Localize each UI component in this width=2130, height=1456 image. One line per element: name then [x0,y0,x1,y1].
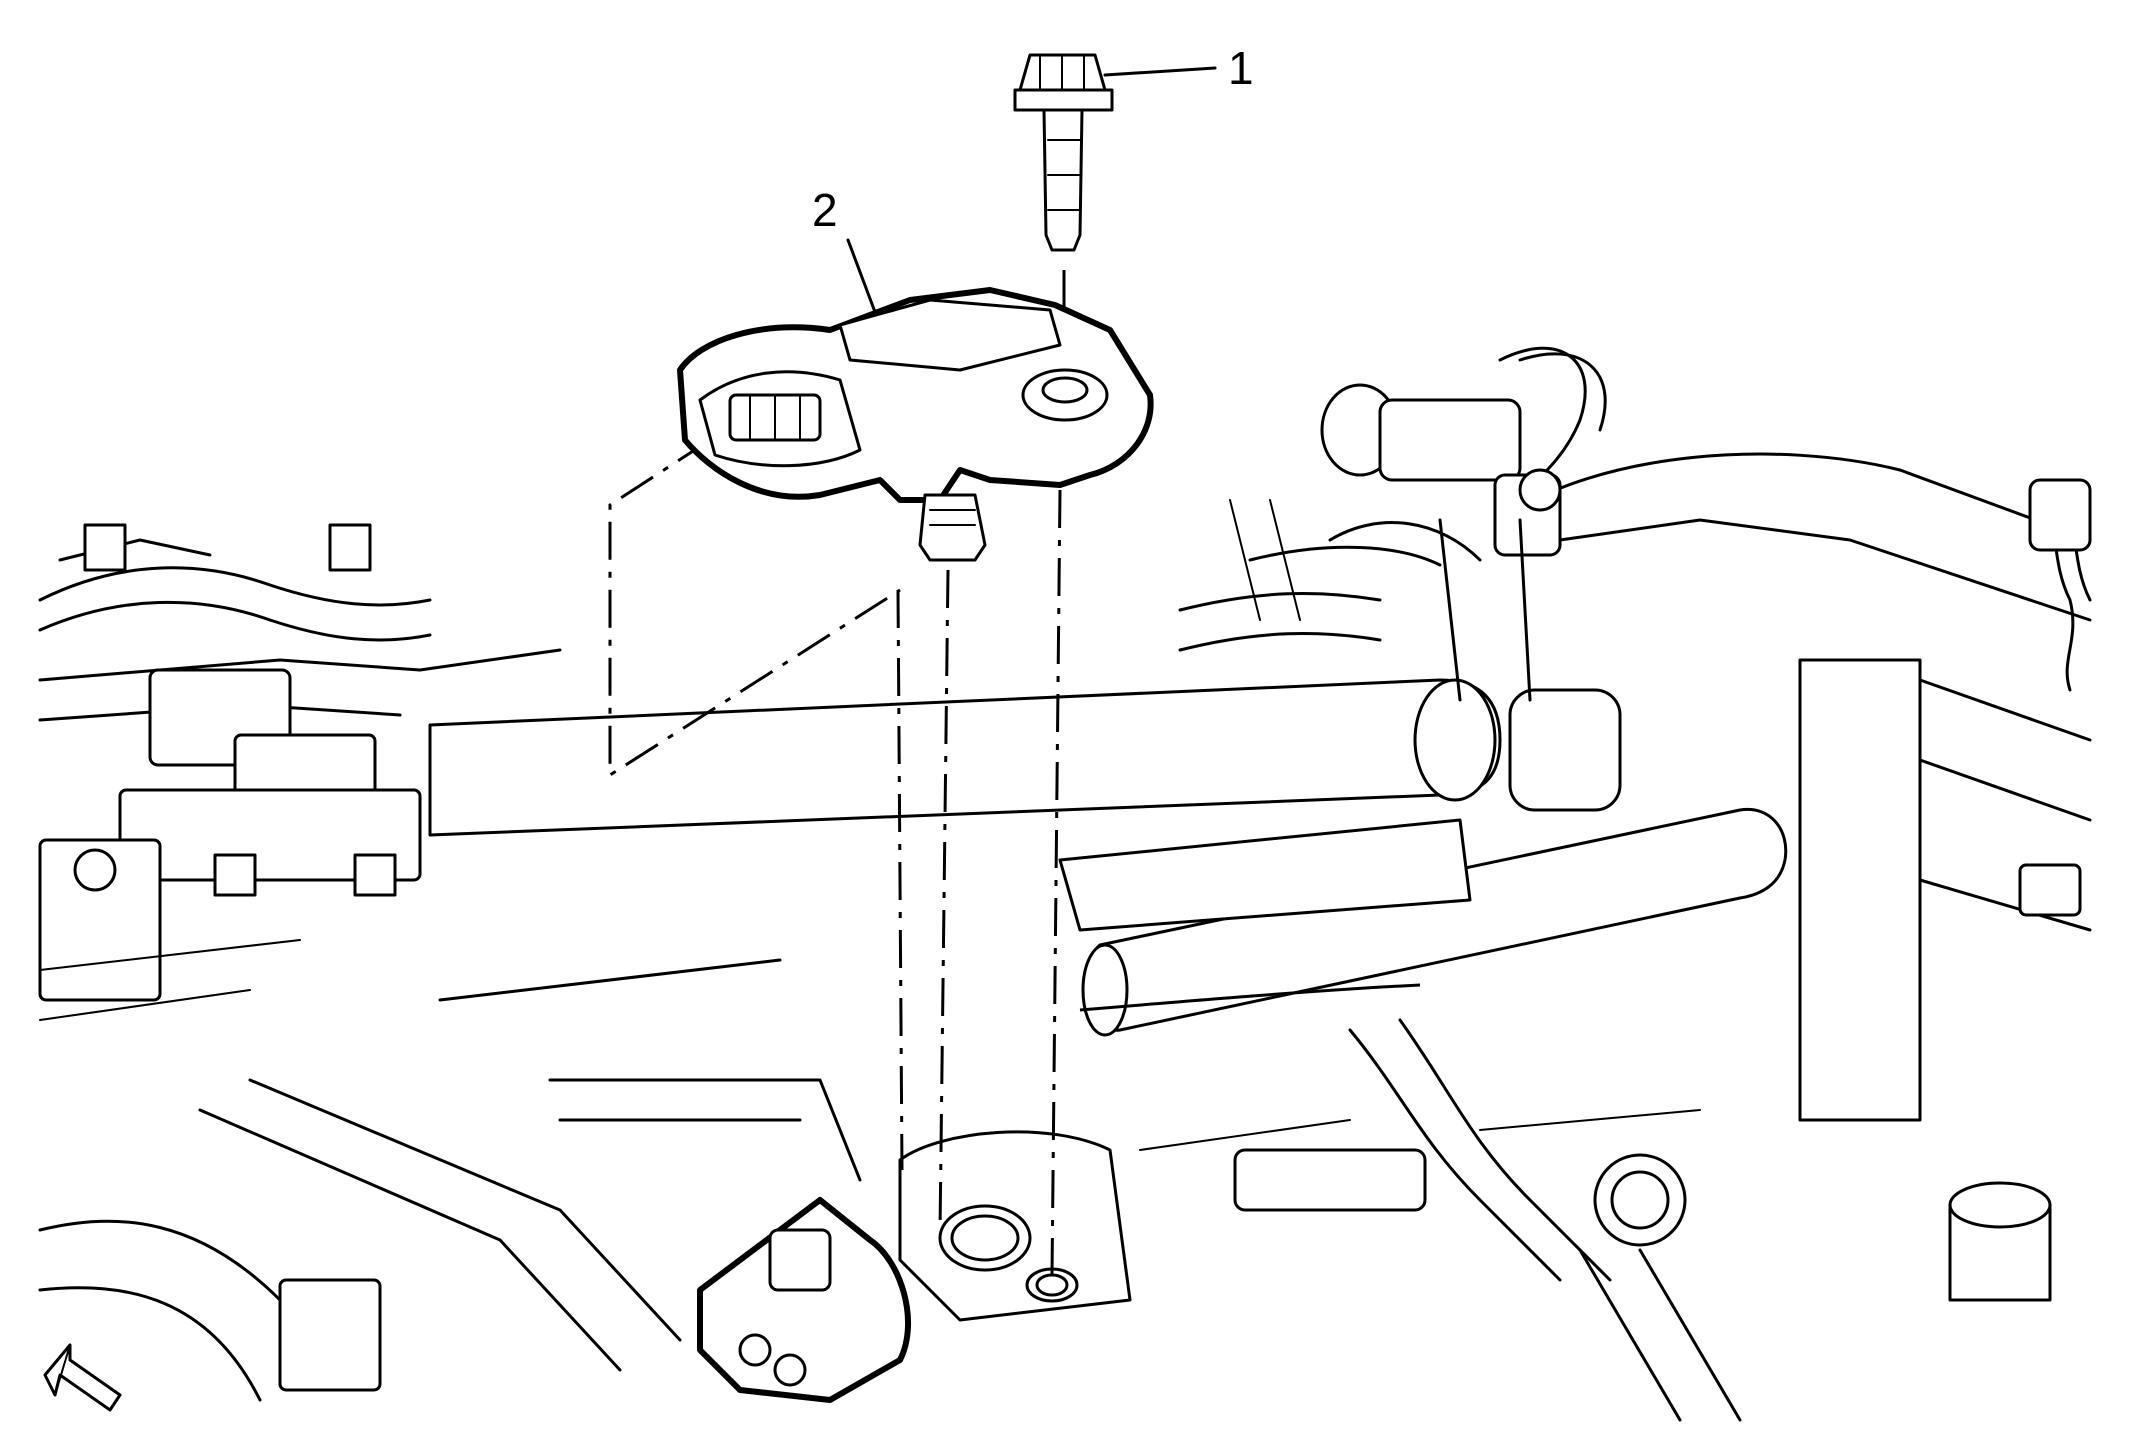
callout-leader-1 [1103,66,1217,77]
callouts: 1 2 [812,42,1254,314]
engine-bay-background [38,346,2092,1422]
callout-number-1: 1 [1228,42,1254,94]
front-arrow-icon [43,1343,122,1412]
bolt-part [1013,53,1114,252]
callout-leader-2 [846,238,877,314]
sensor-part [677,287,1154,562]
callout-number-2: 2 [812,184,838,236]
